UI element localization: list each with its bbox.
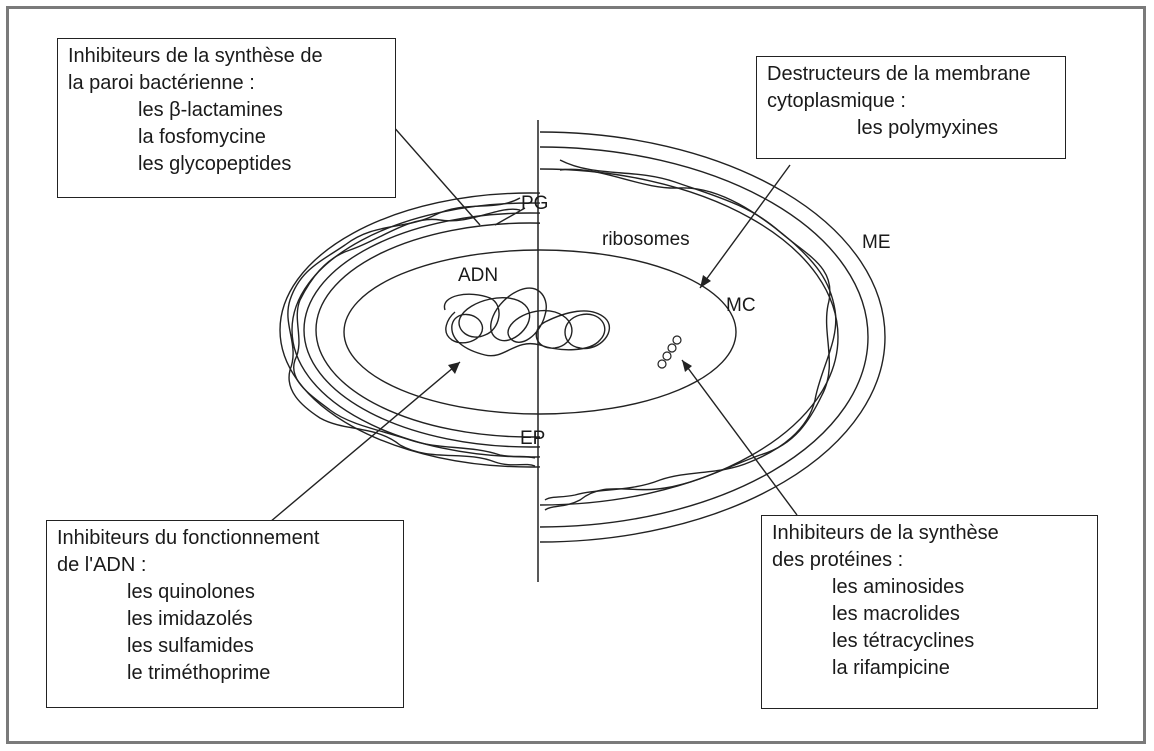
dna-arrowhead — [448, 362, 460, 374]
membrane-arrowhead — [700, 275, 711, 288]
wall-box-title-line2: la paroi bactérienne : — [68, 70, 385, 97]
protein-box-item: les aminosides — [772, 574, 1087, 601]
left-peptidoglycan-wave-2 — [288, 198, 535, 466]
protein-box-item: les macrolides — [772, 601, 1087, 628]
dna-function-inhibitors-box: Inhibiteurs du fonctionnement de l'ADN :… — [46, 520, 404, 708]
dna-box-item: les imidazolés — [57, 606, 393, 633]
wall-box-item: les β-lactamines — [68, 97, 385, 124]
membrane-box-item: les polymyxines — [767, 115, 1055, 142]
cytoplasmic-membrane-mc — [344, 250, 736, 414]
dna-box-item: les sulfamides — [57, 633, 393, 660]
protein-box-item: les tétracyclines — [772, 628, 1087, 655]
dna-box-item: le triméthoprime — [57, 660, 393, 687]
label-me: ME — [862, 232, 891, 254]
dna-box-title-line1: Inhibiteurs du fonctionnement — [57, 525, 393, 552]
right-wall-layer — [242, 169, 838, 505]
left-wall-layer-3 — [316, 223, 744, 437]
label-adn: ADN — [458, 265, 498, 287]
dna-box-item: les quinolones — [57, 579, 393, 606]
dna-box-title-line2: de l'ADN : — [57, 552, 393, 579]
protein-box-title-line2: des protéines : — [772, 547, 1087, 574]
membrane-box-arrow — [700, 165, 790, 288]
ribosomes-cluster — [658, 336, 681, 368]
protein-arrowhead — [682, 360, 692, 372]
wall-box-item: les glycopeptides — [68, 151, 385, 178]
left-wall-layer-1 — [292, 203, 768, 457]
left-outer-wall — [280, 193, 780, 467]
label-mc: MC — [726, 295, 756, 317]
dna-coil — [444, 288, 609, 356]
dna-box-arrow — [270, 362, 460, 522]
label-ribosomes: ribosomes — [602, 229, 690, 251]
protein-synthesis-inhibitors-box: Inhibiteurs de la synthèse des protéines… — [761, 515, 1098, 709]
label-ep: EP — [520, 428, 545, 450]
wall-synthesis-inhibitors-box: Inhibiteurs de la synthèse de la paroi b… — [57, 38, 396, 198]
wall-box-pointer — [392, 125, 480, 225]
membrane-box-title-line2: cytoplasmique : — [767, 88, 1055, 115]
wall-box-title-line1: Inhibiteurs de la synthèse de — [68, 43, 385, 70]
wall-box-item: la fosfomycine — [68, 124, 385, 151]
membrane-box-title-line1: Destructeurs de la membrane — [767, 61, 1055, 88]
membrane-destructors-box: Destructeurs de la membrane cytoplasmiqu… — [756, 56, 1066, 159]
right-peptidoglycan-wave-1 — [545, 169, 836, 500]
label-pg: PG — [521, 193, 548, 215]
protein-box-item: la rifampicine — [772, 655, 1087, 682]
protein-box-title-line1: Inhibiteurs de la synthèse — [772, 520, 1087, 547]
